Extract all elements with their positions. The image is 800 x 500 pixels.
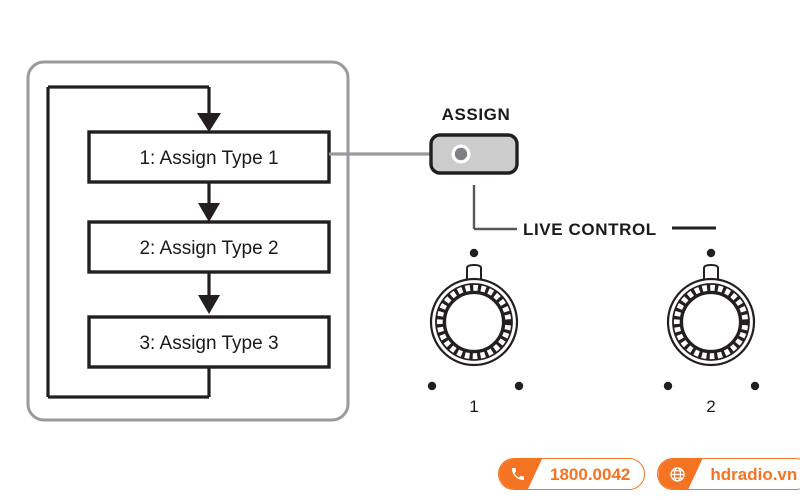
knob-2-dot-top: [706, 248, 716, 258]
knob-2-bezel-ring: [672, 283, 750, 361]
footer-badges: 1800.0042 hdradio.vn: [498, 458, 800, 490]
knob-2-cap: [680, 291, 742, 353]
knob-1-bezel-ring: [435, 283, 513, 361]
phone-icon: [499, 459, 542, 489]
assign-type-panel: [26, 60, 350, 422]
knob-2-pointer: [703, 263, 719, 283]
step-box-2-label: 2: Assign Type 2: [139, 238, 278, 259]
knob-2-knurl-band: [673, 284, 749, 360]
arrowhead-into-step-1: [197, 113, 221, 132]
knob-1-knurl-band: [436, 284, 512, 360]
knob-2-dot-bottom-right: [750, 381, 760, 391]
knob-2-number-label: 2: [706, 397, 715, 416]
knob-1-number-label: 1: [469, 397, 478, 416]
knob-1-knurl-inner-edge: [442, 290, 506, 354]
live-control-bracket: [472, 185, 517, 231]
knob-1-pointer: [466, 263, 482, 283]
step-box-3: 3: Assign Type 3: [87, 315, 331, 369]
cycle-loop-path: [46, 85, 211, 399]
assign-button[interactable]: [429, 133, 519, 175]
phone-badge[interactable]: 1800.0042: [498, 458, 646, 490]
arrow-step2-to-step3: [198, 272, 220, 314]
assign-button-indicator-dot: [454, 147, 468, 161]
live-control-knob-2[interactable]: 2: [663, 248, 760, 416]
arrow-step1-to-step2: [198, 182, 220, 222]
website-url: hdradio.vn: [710, 464, 798, 484]
phone-number: 1800.0042: [550, 464, 631, 484]
knob-2-dot-bottom-left: [663, 381, 673, 391]
knob-1-dot-bottom-left: [427, 381, 437, 391]
website-badge[interactable]: hdradio.vn: [657, 458, 800, 490]
globe-icon: [658, 459, 702, 489]
knob-1-dot-bottom-right: [514, 381, 524, 391]
knob-1-dot-top: [469, 248, 479, 258]
knob-1-cap: [443, 291, 505, 353]
live-control-knob-1[interactable]: 1: [427, 248, 524, 416]
assign-button-label: ASSIGN: [442, 105, 511, 124]
step-box-1: 1: Assign Type 1: [87, 130, 331, 184]
step-box-3-label: 3: Assign Type 3: [139, 333, 278, 354]
step-box-2: 2: Assign Type 2: [87, 220, 331, 274]
knob-2-knurl-inner-edge: [679, 290, 743, 354]
live-control-label: LIVE CONTROL: [523, 220, 657, 239]
step-box-1-label: 1: Assign Type 1: [139, 148, 278, 169]
